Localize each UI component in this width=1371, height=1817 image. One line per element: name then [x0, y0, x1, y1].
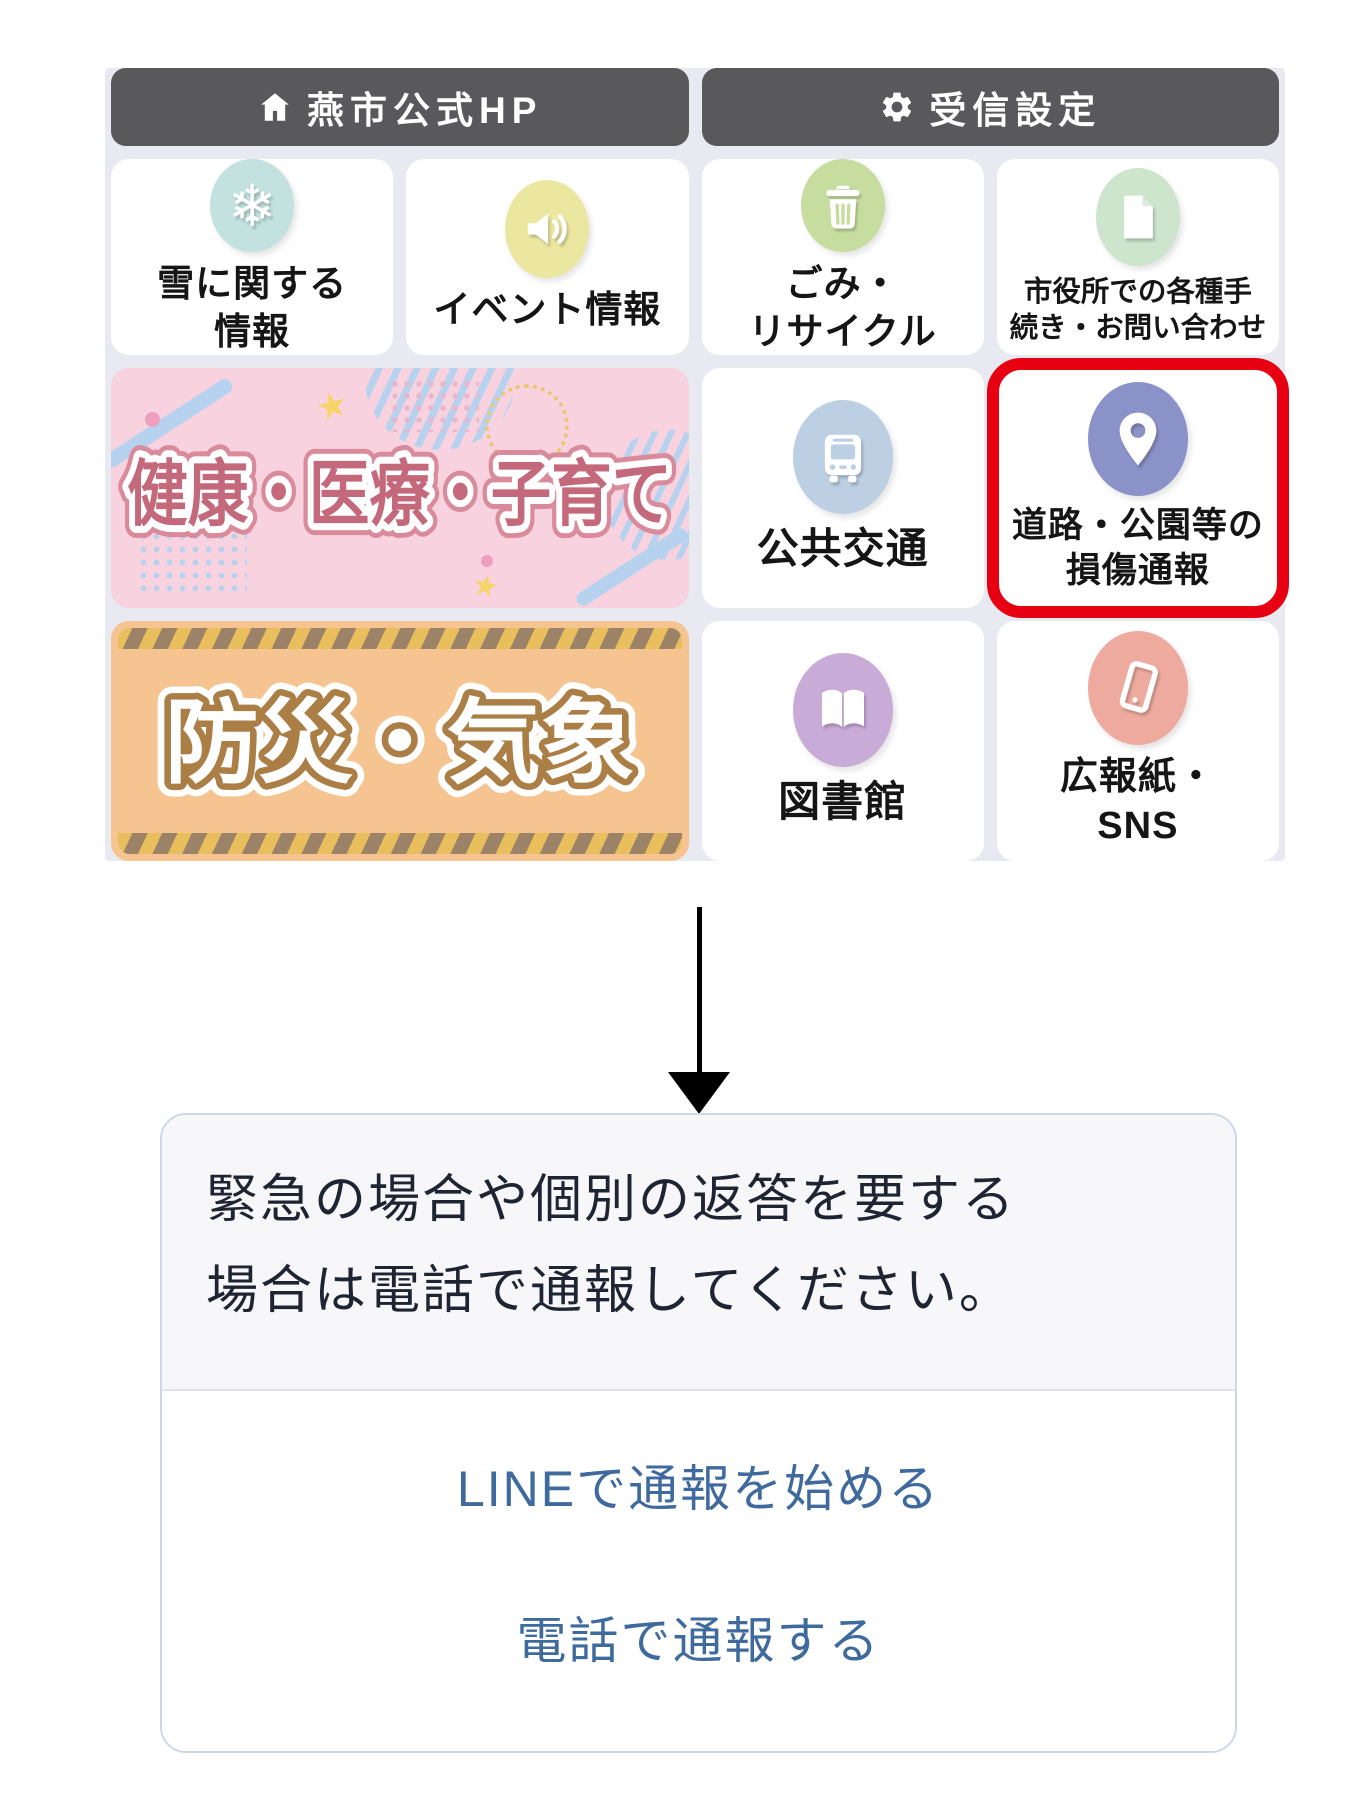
menu-cell-public-transit[interactable]: 公共交通	[701, 368, 984, 608]
flow-arrow-head	[668, 1072, 730, 1114]
menu-cell-label: 公共交通	[756, 525, 929, 573]
menu-cell-cityhall-procedures[interactable]: 市役所での各種手 続き・お問い合わせ	[996, 159, 1279, 355]
menu-cell-label: 道路・公園等の 損傷通報	[1011, 506, 1264, 590]
menu-cell-garbage-recycle[interactable]: ごみ・ リサイクル	[701, 159, 984, 355]
menu-cell-pr-sns[interactable]: 広報紙・ SNS	[996, 621, 1279, 861]
banner-disaster-weather[interactable]: 防災・気象 防災・気象 防災・気象	[111, 621, 689, 861]
header-button-label: 燕市公式HP	[307, 90, 543, 131]
home-icon	[261, 93, 289, 121]
header-button-city-hp[interactable]: 燕市公式HP	[111, 68, 689, 146]
menu-cell-label: 図書館	[778, 778, 908, 826]
megaphone-icon	[505, 180, 590, 279]
dialog-actions: LINEで通報を始める 電話で通報する	[162, 1391, 1235, 1751]
header-button-receive-settings[interactable]: 受信設定	[701, 68, 1279, 146]
menu-cell-label: 市役所での各種手 続き・お問い合わせ	[1009, 275, 1267, 344]
dotted-ring-decoration	[484, 384, 569, 468]
svg-text:健康・医療・子育て: 健康・医療・子育て	[127, 455, 672, 535]
menu-cell-label: ごみ・ リサイクル	[748, 263, 937, 352]
trash-icon	[800, 159, 885, 253]
svg-text:健康・医療・子育て: 健康・医療・子育て	[127, 455, 672, 535]
header-button-label: 受信設定	[929, 90, 1102, 131]
menu-cell-road-damage-report[interactable]: 道路・公園等の 損傷通報	[986, 358, 1290, 618]
banner-health-title: 健康・医療・子育て 健康・医療・子育て 健康・医療・子育て	[115, 443, 684, 547]
dot-decoration	[480, 555, 493, 568]
menu-cell-label: イベント情報	[433, 289, 662, 331]
dialog-message: 緊急の場合や個別の返答を要する 場合は電話で通報してください。	[162, 1115, 1235, 1391]
menu-cell-label: 雪に関する 情報	[157, 263, 348, 352]
svg-text:防災・気象: 防災・気象	[165, 692, 635, 794]
bus-icon	[792, 400, 893, 515]
banner-disaster-title: 防災・気象 防災・気象 防災・気象	[152, 679, 648, 807]
action-report-by-phone[interactable]: 電話で通報する	[516, 1613, 881, 1669]
action-start-line-report[interactable]: LINEで通報を始める	[456, 1461, 941, 1517]
dot-decoration	[145, 412, 160, 427]
open-book-icon	[792, 653, 893, 768]
smartphone-icon	[1087, 631, 1188, 746]
flow-arrow-line	[697, 907, 702, 1075]
map-pin-icon	[1087, 382, 1188, 497]
document-icon	[1095, 167, 1180, 266]
menu-cell-label: 広報紙・ SNS	[1059, 756, 1216, 847]
svg-text:健康・医療・子育て: 健康・医療・子育て	[127, 455, 672, 535]
svg-text:防災・気象: 防災・気象	[165, 692, 635, 794]
dots-decoration	[388, 378, 479, 432]
report-dialog: 緊急の場合や個別の返答を要する 場合は電話で通報してください。 LINEで通報を…	[160, 1113, 1237, 1753]
snowflake-icon: ❄	[210, 159, 295, 253]
gear-icon	[883, 92, 912, 122]
banner-health-medical-childcare[interactable]: ★ ★ 健康・医療・子育て 健康・医療・子育て 健康・医療・子育て	[111, 368, 689, 608]
menu-cell-library[interactable]: 図書館	[701, 621, 984, 861]
dots-decoration	[137, 530, 247, 592]
rich-menu: 燕市公式HP 受信設定 ❄ 雪に関する 情報 イベント情報	[105, 68, 1290, 861]
menu-cell-snow-info[interactable]: ❄ 雪に関する 情報	[111, 159, 394, 355]
menu-cell-event-info[interactable]: イベント情報	[406, 159, 689, 355]
svg-text:防災・気象: 防災・気象	[165, 692, 635, 794]
